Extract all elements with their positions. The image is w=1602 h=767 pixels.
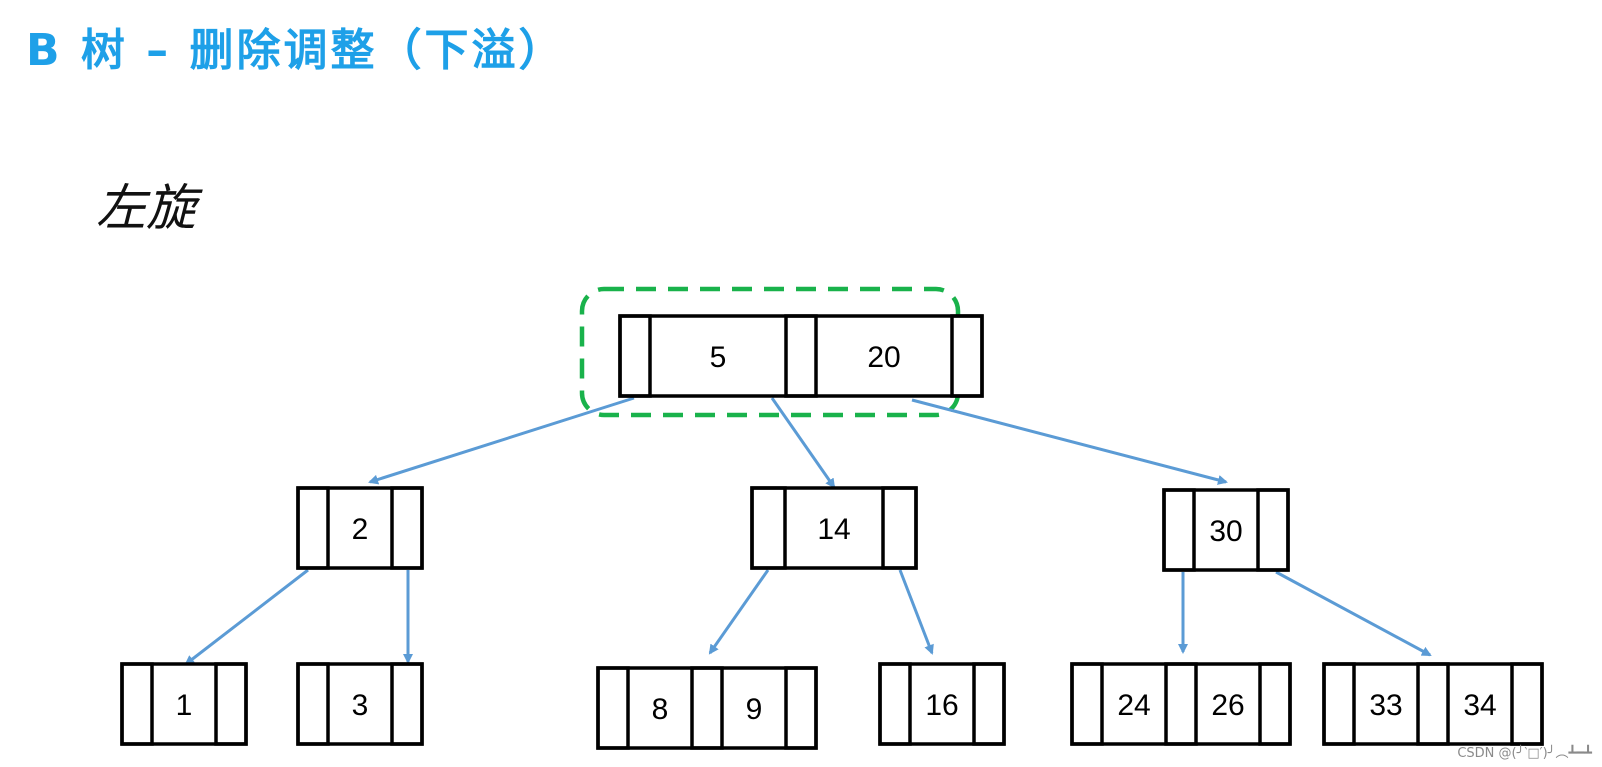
- edge-arrow-root-n30: [911, 398, 1228, 485]
- node-box: [878, 662, 1006, 746]
- subtitle: 左旋: [96, 179, 196, 237]
- tree-node-n14: 14: [750, 486, 918, 570]
- tree-node-n3: 3: [296, 662, 424, 746]
- key-label: 33: [1369, 689, 1402, 722]
- node-box: [618, 314, 984, 398]
- key-label: 9: [746, 693, 763, 726]
- edge-arrow-n14-n16: [898, 569, 934, 655]
- tree-node-n30: 30: [1162, 488, 1290, 572]
- pointer-slot: [390, 662, 424, 746]
- pointer-slot: [1162, 488, 1196, 572]
- edge-arrow-n2-n1: [184, 568, 309, 666]
- tree-node-n1: 1: [120, 662, 248, 746]
- key-label: 3: [352, 689, 369, 722]
- key-label: 2: [352, 513, 369, 546]
- edge-arrow-root-n14: [770, 397, 836, 489]
- key-label: 30: [1209, 515, 1242, 548]
- pointer-slot: [750, 486, 787, 570]
- pointer-slot: [1510, 662, 1544, 746]
- node-box: [296, 486, 424, 570]
- node-box: [596, 666, 818, 750]
- node-box: [120, 662, 248, 746]
- node-box: [1070, 662, 1292, 746]
- pointer-slot: [784, 666, 818, 750]
- pointer-slot: [878, 662, 912, 746]
- page-title: B 树 – 删除调整（下溢）: [26, 25, 566, 76]
- pointer-slot: [881, 486, 918, 570]
- key-label: 20: [867, 341, 900, 374]
- key-label: 1: [176, 689, 193, 722]
- node-box: [1322, 662, 1544, 746]
- pointer-slot: [596, 666, 630, 750]
- pointer-slot: [690, 666, 724, 750]
- edge-arrow-n14-n8_9: [708, 569, 770, 655]
- key-label: 8: [652, 693, 669, 726]
- pointer-slot: [1416, 662, 1450, 746]
- edge-arrow-n30-n33_34: [1275, 570, 1432, 657]
- highlight-dashed-box: [579, 286, 961, 418]
- pointer-slot: [950, 314, 984, 398]
- key-label: 14: [817, 513, 850, 546]
- pointer-slot: [296, 486, 330, 570]
- pointer-slot: [1070, 662, 1104, 746]
- key-label: 16: [925, 689, 958, 722]
- key-label: 24: [1117, 689, 1150, 722]
- tree-node-n2: 2: [296, 486, 424, 570]
- pointer-slot: [1256, 488, 1290, 572]
- pointer-slot: [784, 314, 818, 398]
- pointer-slot: [120, 662, 154, 746]
- pointer-slot: [214, 662, 248, 746]
- tree-node-root: 5 20: [618, 314, 984, 398]
- pointer-slot: [296, 662, 330, 746]
- pointer-slot: [1164, 662, 1198, 746]
- pointer-slot: [390, 486, 424, 570]
- watermark: CSDN @(╯‵□′)╯︵┻━┻: [1457, 746, 1592, 761]
- tree-node-n33_34: 33 34: [1322, 662, 1544, 746]
- pointer-slot: [618, 314, 652, 398]
- edge-arrow-root-n2: [368, 396, 635, 485]
- tree-node-n24_26: 24 26: [1070, 662, 1292, 746]
- key-label: 5: [710, 341, 727, 374]
- node-box: [296, 662, 424, 746]
- tree-node-n16: 16: [878, 662, 1006, 746]
- pointer-slot: [1258, 662, 1292, 746]
- key-label: 34: [1463, 689, 1496, 722]
- pointer-slot: [1322, 662, 1356, 746]
- pointer-slot: [972, 662, 1006, 746]
- key-label: 26: [1211, 689, 1244, 722]
